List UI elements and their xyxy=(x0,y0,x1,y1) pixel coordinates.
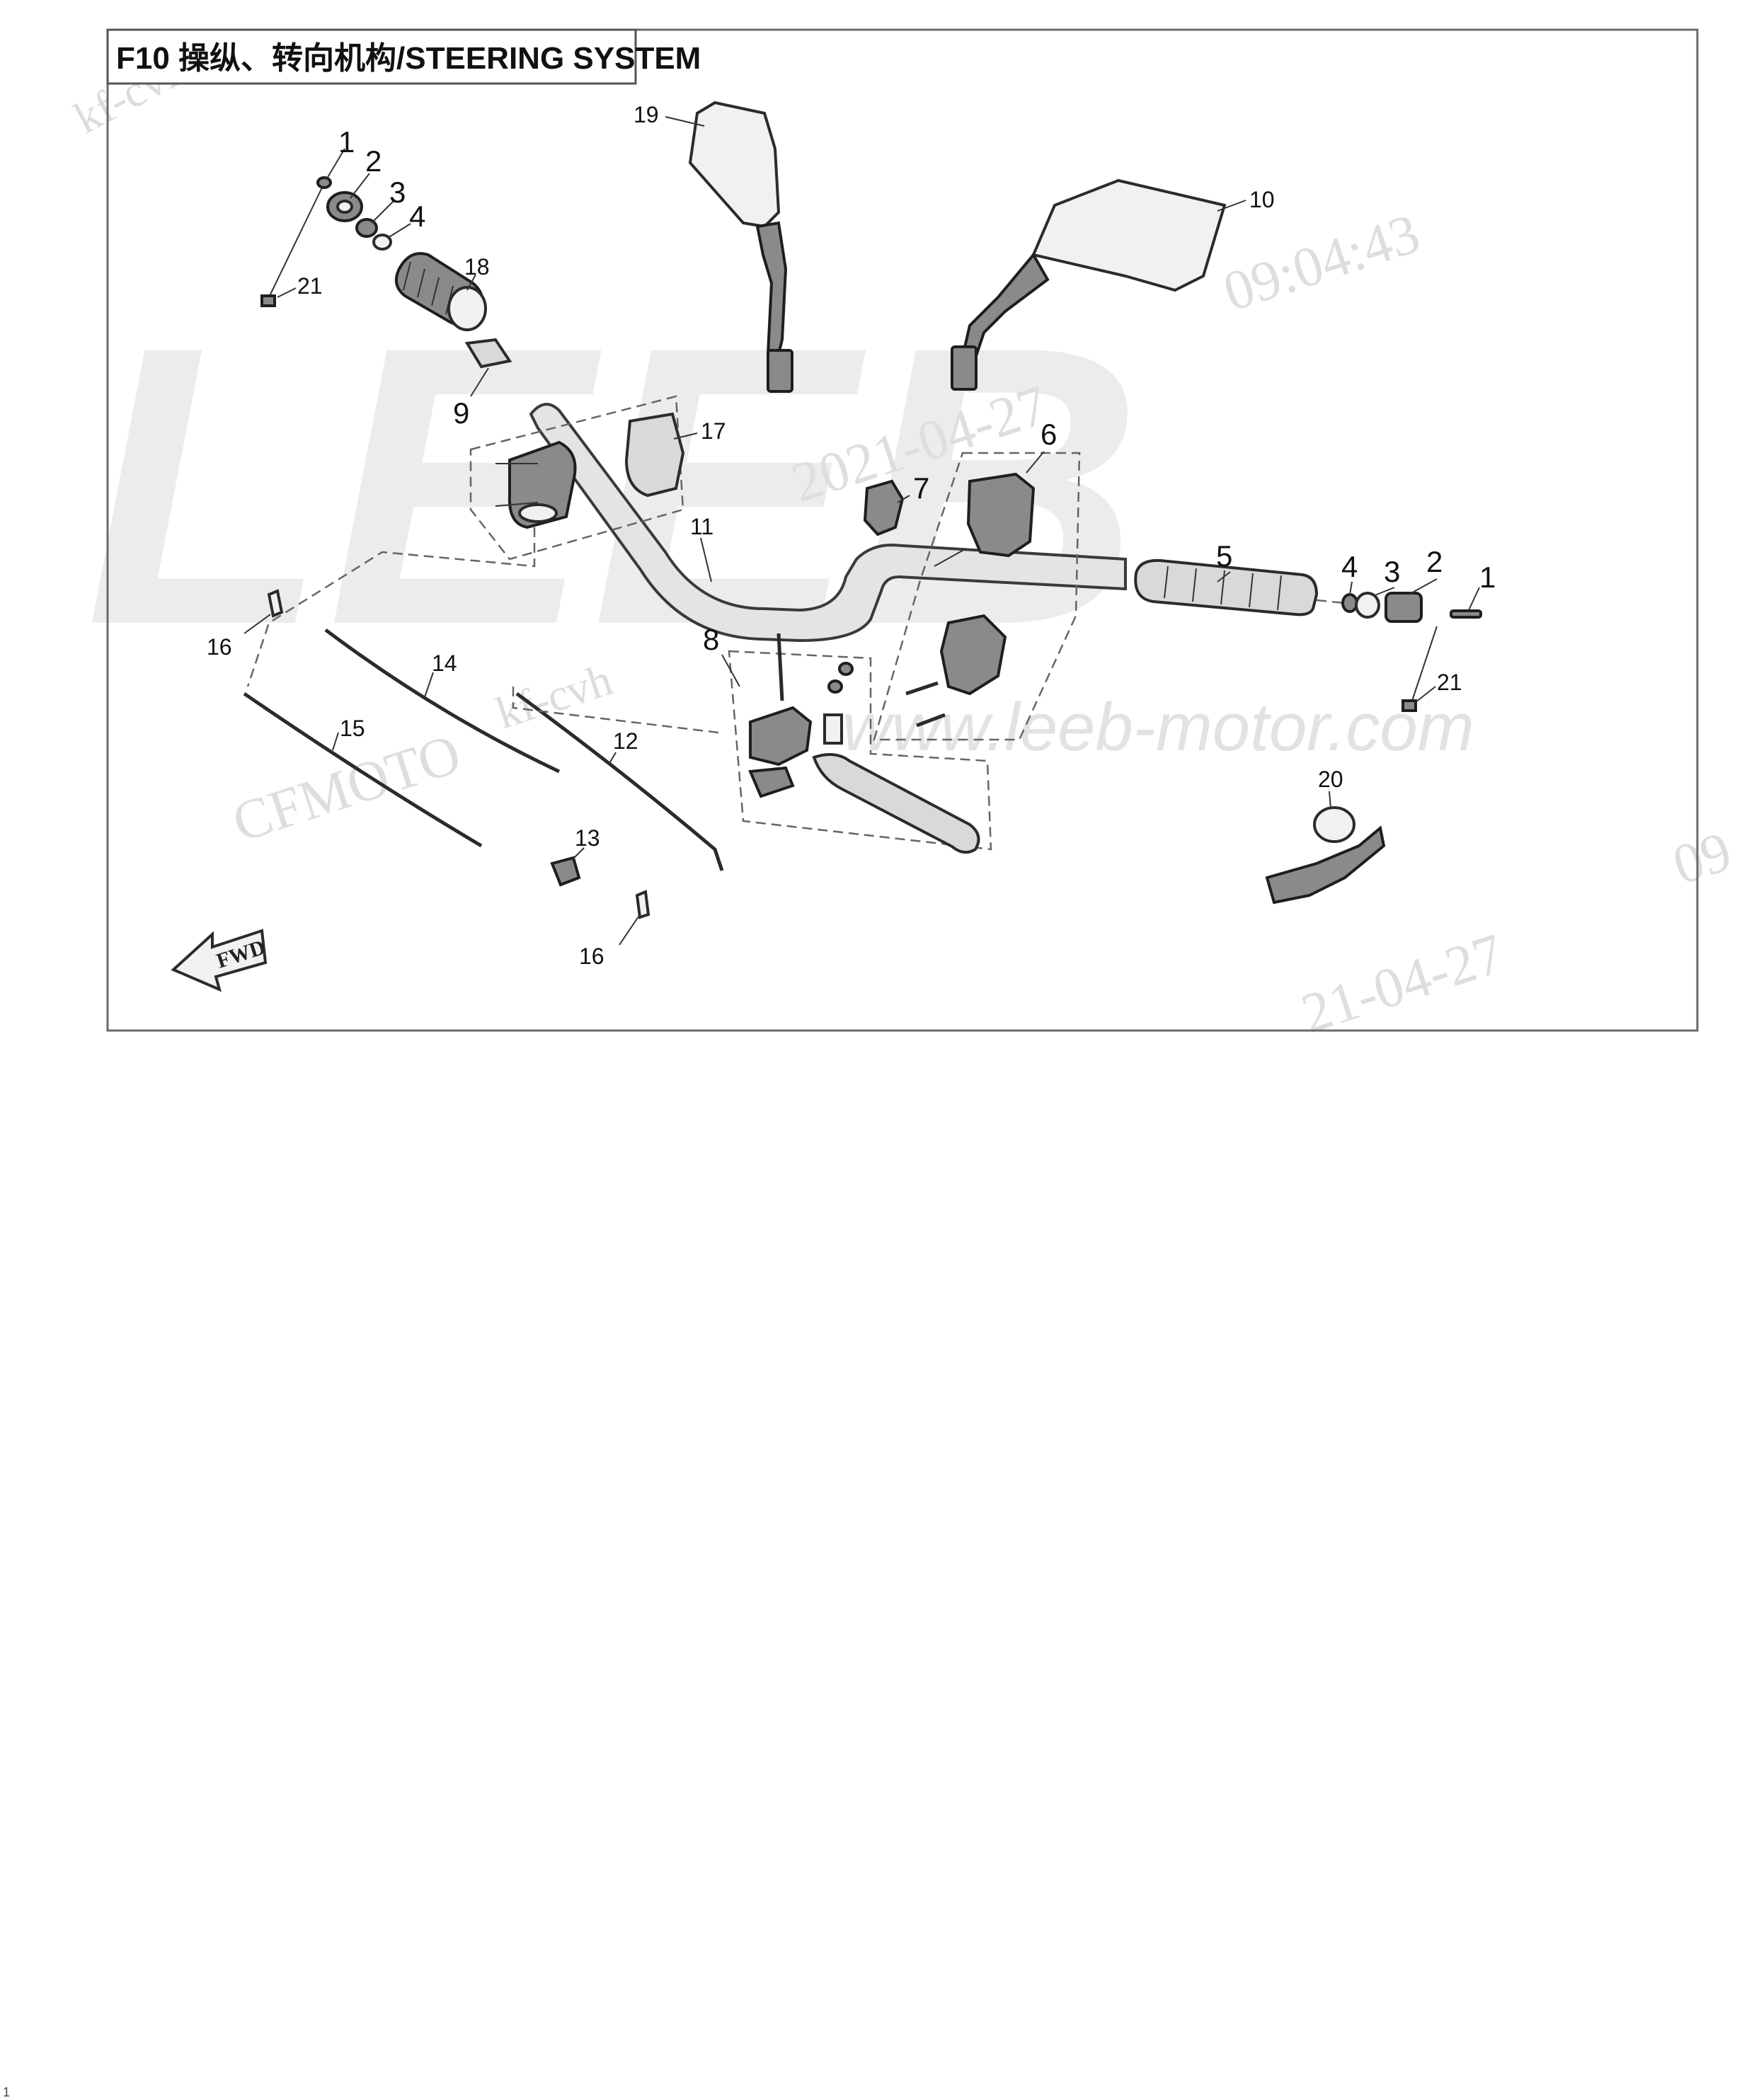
right-switch-screw-b xyxy=(916,713,946,728)
callout-14: 14 xyxy=(432,650,457,676)
watermark-maker: CFMOTO xyxy=(225,723,468,854)
callout-12: 12 xyxy=(613,728,638,754)
watermark-url: www.leeb-motor.com xyxy=(842,689,1474,765)
page-number: 1 xyxy=(3,2085,10,2099)
diagram-frame xyxy=(106,28,1699,1032)
mount-bracket-20-ring xyxy=(1313,806,1355,843)
lever-bracket xyxy=(749,706,813,767)
callout-2-right: 2 xyxy=(1426,545,1443,578)
lever-bolt xyxy=(776,633,784,701)
left-switch-upper xyxy=(624,412,685,498)
callout-16-left: 16 xyxy=(207,634,232,660)
throttle-grip-ribs xyxy=(403,261,454,315)
brake-lever xyxy=(812,753,980,854)
lever-clamp xyxy=(863,479,905,537)
callout-19: 19 xyxy=(634,102,659,127)
bar-end-bush-right xyxy=(1355,592,1380,619)
title-box xyxy=(106,28,637,85)
right-grip-ribs xyxy=(1164,566,1282,611)
mirror-right-mount xyxy=(951,345,978,391)
screw-21-right xyxy=(1401,699,1417,712)
callout-8: 8 xyxy=(703,623,719,656)
callout-1-left: 1 xyxy=(338,125,355,159)
throttle-cable-route xyxy=(246,527,536,687)
callout-21-left: 21 xyxy=(297,273,323,299)
lever-group-outline xyxy=(728,650,992,851)
callout-11: 11 xyxy=(690,514,713,539)
left-switch-screw-b xyxy=(495,502,539,507)
callout-18: 18 xyxy=(464,254,490,280)
right-end-axis xyxy=(1316,599,1346,604)
bar-end-bush-left xyxy=(355,218,378,238)
callout-3-left: 3 xyxy=(389,176,406,209)
callout-2-left: 2 xyxy=(365,144,382,178)
callout-6: 6 xyxy=(1041,418,1057,451)
mirror-left-head xyxy=(688,101,781,229)
fwd-arrow-icon xyxy=(171,929,268,992)
callout-3-right: 3 xyxy=(1384,555,1400,588)
right-switch-lower xyxy=(939,614,1007,696)
throttle-tube xyxy=(464,338,512,369)
lever-nut-b xyxy=(827,679,843,694)
cable-clip-13 xyxy=(550,856,581,887)
bar-end-weight-right xyxy=(1385,592,1423,623)
callout-labels: 1 2 3 4 21 18 9 19 10 17 6 7 11 5 4 3 2 … xyxy=(207,102,1496,969)
watermark-corner: 09 xyxy=(1666,820,1737,897)
throttle-grip-end xyxy=(447,286,487,331)
bar-end-weight-left-hole xyxy=(336,200,353,214)
watermark-partial-date: 21-04-27 xyxy=(1294,922,1510,1045)
right-grip xyxy=(1134,558,1319,616)
bar-end-washer-right xyxy=(1341,593,1358,613)
mirror-left-mount xyxy=(767,349,793,393)
throttle-cable-14 xyxy=(324,628,561,774)
bar-end-washer-left xyxy=(372,234,392,251)
fwd-marker: FWD xyxy=(171,929,268,992)
mirror-right-head xyxy=(1031,178,1227,292)
callout-15: 15 xyxy=(340,716,365,741)
right-switch-upper xyxy=(966,472,1036,558)
callout-5: 5 xyxy=(1216,539,1232,573)
left-end-leader xyxy=(268,187,323,298)
callout-1-right: 1 xyxy=(1479,561,1496,594)
left-switch-lower-clamp xyxy=(518,503,558,523)
cable-tie-16-left xyxy=(267,589,284,618)
callout-9: 9 xyxy=(453,396,469,430)
clutch-cable-12 xyxy=(515,692,724,871)
callout-20: 20 xyxy=(1318,767,1343,792)
throttle-cable-15 xyxy=(243,692,483,848)
left-switch-group-outline xyxy=(469,395,684,561)
mount-bracket-20 xyxy=(1265,825,1386,905)
handlebar xyxy=(529,403,1127,643)
bar-end-bolt-left xyxy=(316,176,332,189)
lever-pivot xyxy=(823,713,843,745)
right-switch-screw-a xyxy=(905,681,939,696)
cable-tie-16-bottom xyxy=(635,890,650,919)
callout-4-right: 4 xyxy=(1341,550,1358,583)
callout-17: 17 xyxy=(701,418,726,444)
callout-13: 13 xyxy=(575,825,600,851)
screw-21-left xyxy=(260,294,276,307)
callout-21-right: 21 xyxy=(1437,670,1462,695)
lever-nut-a xyxy=(838,662,854,676)
diagram-title: F10 操纵、转向机构/STEERING SYSTEM xyxy=(116,41,701,76)
right-end-leader xyxy=(1411,626,1438,701)
watermark-time: 09:04:43 xyxy=(1216,202,1427,324)
callout-leaders xyxy=(243,116,1480,946)
callout-16-bottom: 16 xyxy=(579,943,604,969)
callout-4-left: 4 xyxy=(409,200,425,233)
right-switch-group-outline xyxy=(873,452,1081,741)
bar-end-bolt-right xyxy=(1450,609,1482,619)
callout-7: 7 xyxy=(913,471,929,505)
brake-switch xyxy=(748,766,795,798)
clutch-cable-route xyxy=(512,687,719,734)
callout-10: 10 xyxy=(1249,187,1275,212)
right-switch-leader xyxy=(934,548,967,567)
